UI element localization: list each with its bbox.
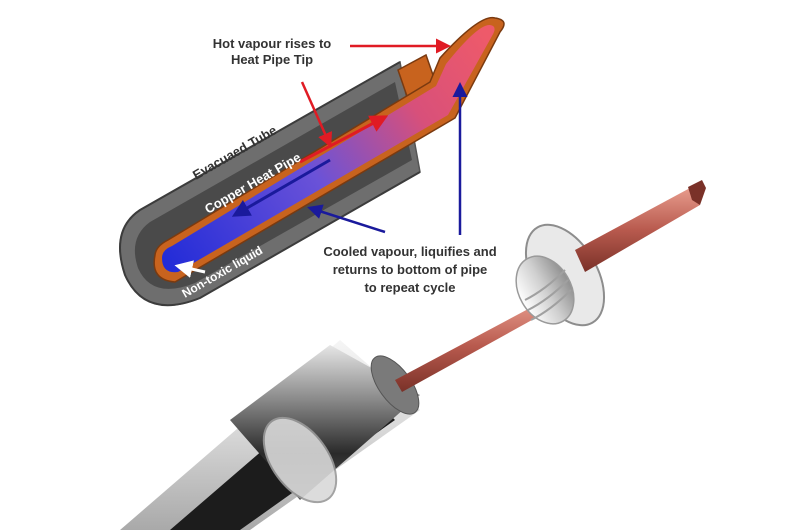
seal-cap	[515, 255, 575, 325]
cooled-label-line2: returns to bottom of pipe	[333, 262, 488, 277]
hot-vapour-label-line2: Heat Pipe Tip	[231, 52, 313, 67]
tube-outline	[119, 61, 421, 307]
seal-cap-ridges	[524, 269, 572, 321]
tube-end-ring	[262, 416, 338, 504]
cooled-label-line3: to repeat cycle	[364, 280, 455, 295]
tube-photo	[120, 180, 706, 530]
cutaway-diagram	[119, 16, 505, 307]
cooled-label-line1: Cooled vapour, liquifies and	[323, 244, 496, 259]
liquid-arrow	[174, 260, 206, 278]
copper-tip	[688, 180, 706, 205]
copper-rod-lower	[395, 300, 550, 392]
hot-vapour-label-line1: Hot vapour rises to	[213, 36, 332, 51]
cold-flow-arrow	[231, 158, 331, 217]
copper-condenser	[575, 188, 700, 272]
hot-flow-arrow	[299, 115, 389, 164]
cooled-diagonal-pointer	[307, 204, 386, 234]
heat-pipe-pointer	[300, 81, 332, 148]
